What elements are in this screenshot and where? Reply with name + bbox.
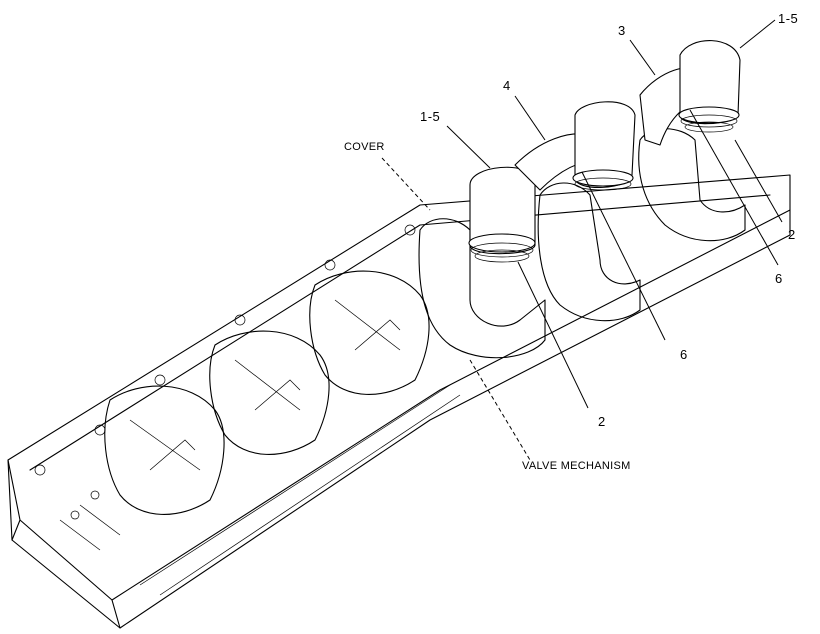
callout-2-center: 2 [598, 414, 606, 429]
breather-cap-left [468, 166, 536, 263]
leader-lines [381, 19, 783, 461]
callout-6-right: 6 [775, 271, 783, 286]
callout-6-center: 6 [680, 347, 688, 362]
valve-bays [34, 224, 430, 520]
breather-cap-right [678, 40, 741, 133]
callout-1-5-left: 1-5 [420, 109, 441, 124]
callout-1-5-right: 1-5 [778, 11, 799, 26]
breather-cap-middle [572, 101, 636, 191]
valve-mechanism-label: VALVE MECHANISM [522, 460, 631, 472]
callout-2-right: 2 [788, 227, 796, 242]
callout-3: 3 [618, 23, 626, 38]
cover-label: COVER [344, 141, 385, 153]
cylinder-head-block [7, 174, 791, 629]
callout-4: 4 [503, 78, 511, 93]
